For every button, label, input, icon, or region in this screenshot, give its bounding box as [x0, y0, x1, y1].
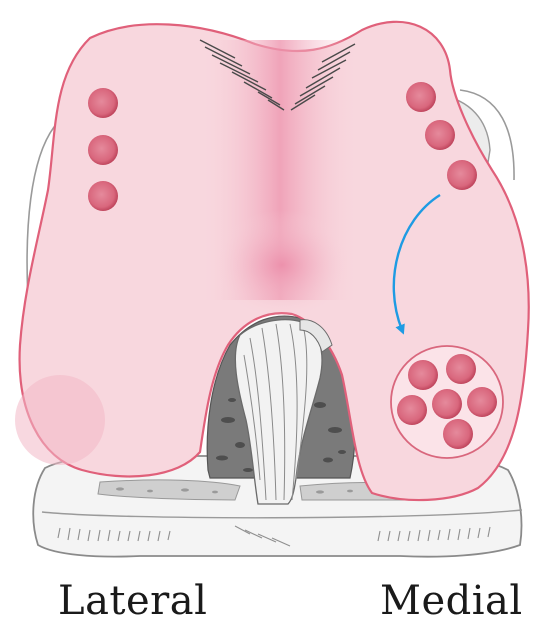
tunnel-lateral-2	[88, 135, 118, 165]
medial-label: Medial	[380, 578, 523, 624]
lateral-label: Lateral	[58, 578, 207, 624]
tunnel-medial-3	[447, 160, 477, 190]
tunnel-lateral-3	[88, 181, 118, 211]
tunnel-medial-1	[406, 82, 436, 112]
tunnel-lateral-1	[88, 88, 118, 118]
tunnel-medial-2	[425, 120, 455, 150]
tunnel-cluster	[391, 346, 503, 458]
lateral-tunnels	[88, 88, 118, 211]
